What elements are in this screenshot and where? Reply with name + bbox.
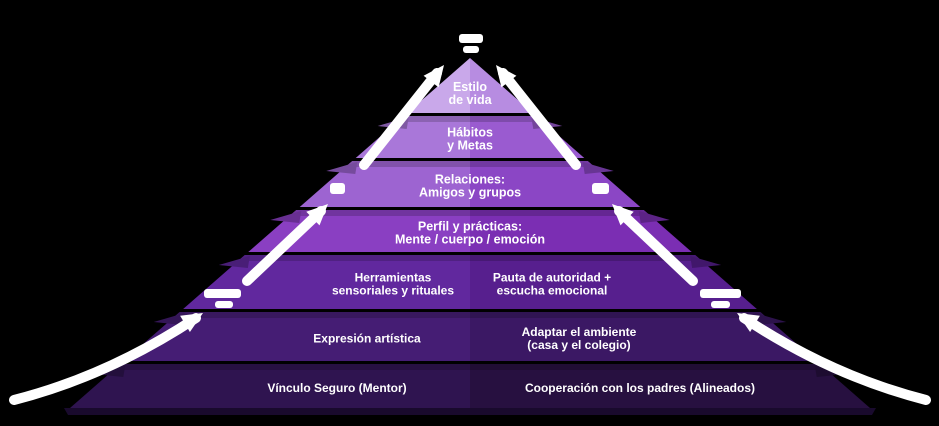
arrow-left-top-shaft — [359, 68, 442, 170]
level-7-right-face — [470, 364, 870, 408]
level-4-wing-right — [638, 211, 670, 223]
level-6-label-right: Adaptar el ambiente(casa y el colegio) — [522, 325, 637, 352]
level-4-wing-left — [270, 211, 302, 223]
level-7-left-face — [70, 364, 470, 408]
arrow-right-top-head-icon — [496, 65, 517, 88]
level-2-right-face — [470, 116, 585, 158]
arrow-right-top — [496, 65, 581, 170]
milestone-mark-lower-right — [700, 289, 741, 308]
level-6-right-face — [470, 312, 817, 361]
arrow-right-top-shaft — [498, 68, 581, 170]
level-2-left-face — [355, 116, 470, 158]
level-6-wing-right — [755, 313, 787, 325]
arrow-right-middle-head-icon — [612, 204, 634, 226]
arrow-right-middle-shaft — [614, 206, 698, 286]
pyramid-base-shadow — [64, 408, 876, 415]
milestone-mark-glyph-icon — [204, 289, 241, 298]
level-3-label: Relaciones:Amigos y grupos — [419, 173, 521, 200]
pyramid-level-3: Relaciones:Amigos y grupos — [299, 161, 641, 207]
level-4-label: Perfil y prácticas:Mente / cuerpo / emoc… — [395, 220, 545, 247]
level-4-lip-left — [289, 210, 470, 216]
milestone-mark-glyph-icon — [700, 289, 741, 298]
milestone-mark-upper-right — [592, 183, 609, 194]
arrow-right-bottom-shaft — [739, 313, 931, 405]
milestone-mark-glyph-icon — [592, 183, 609, 194]
level-6-wing-left — [153, 313, 185, 325]
level-5-lip-left — [238, 255, 470, 261]
level-1-left-face — [407, 58, 470, 113]
level-6-lip-left — [172, 312, 470, 318]
milestone-mark-glyph-icon — [711, 301, 730, 308]
level-7-lip-right — [470, 364, 827, 370]
level-5-wing-left — [218, 256, 250, 268]
arrow-left-middle-head-icon — [306, 204, 328, 226]
arrow-right-bottom-head-icon — [737, 313, 760, 332]
level-6-lip-right — [470, 312, 768, 318]
level-3-wing-right — [582, 162, 614, 174]
level-4-lip-right — [470, 210, 651, 216]
arrow-left-top-head-icon — [423, 65, 444, 88]
milestone-mark-glyph-icon — [330, 183, 345, 194]
pyramid-level-7: Vínculo Seguro (Mentor) Cooperación con l… — [70, 364, 870, 408]
level-5-wing-right — [690, 256, 722, 268]
milestone-mark-lower-left — [204, 289, 241, 308]
arrow-left-middle-shaft — [242, 206, 326, 286]
level-2-lip-right — [470, 116, 544, 122]
level-7-lip-left — [113, 364, 470, 370]
level-6-left-face — [123, 312, 470, 361]
level-6-label-left: Expresión artística — [313, 332, 421, 346]
level-5-label-right: Pauta de autoridad +escucha emocional — [493, 271, 611, 298]
arrow-left-top — [359, 65, 444, 170]
level-7-label-left: Vínculo Seguro (Mentor) — [267, 381, 406, 395]
pyramid-level-6: Expresión artística Adaptar el ambiente(c… — [123, 312, 817, 361]
arrow-left-bottom — [9, 313, 203, 405]
level-3-lip-left — [345, 161, 470, 167]
arrow-left-middle — [242, 204, 328, 286]
level-2-lip-left — [396, 116, 470, 122]
milestone-mark-glyph-icon — [463, 46, 479, 53]
milestone-mark-glyph-icon — [215, 301, 233, 308]
milestone-mark-apex — [459, 34, 483, 53]
level-5-lip-right — [470, 255, 702, 261]
arrow-left-bottom-shaft — [9, 313, 201, 405]
level-3-lip-right — [470, 161, 595, 167]
level-3-wing-left — [326, 162, 358, 174]
arrow-left-bottom-head-icon — [180, 313, 203, 332]
milestone-mark-glyph-icon — [459, 34, 483, 43]
milestone-mark-upper-left — [330, 183, 345, 194]
arrow-right-middle — [612, 204, 698, 286]
arrow-right-bottom — [737, 313, 931, 405]
level-7-label-right: Cooperación con los padres (Alineados) — [525, 381, 755, 395]
